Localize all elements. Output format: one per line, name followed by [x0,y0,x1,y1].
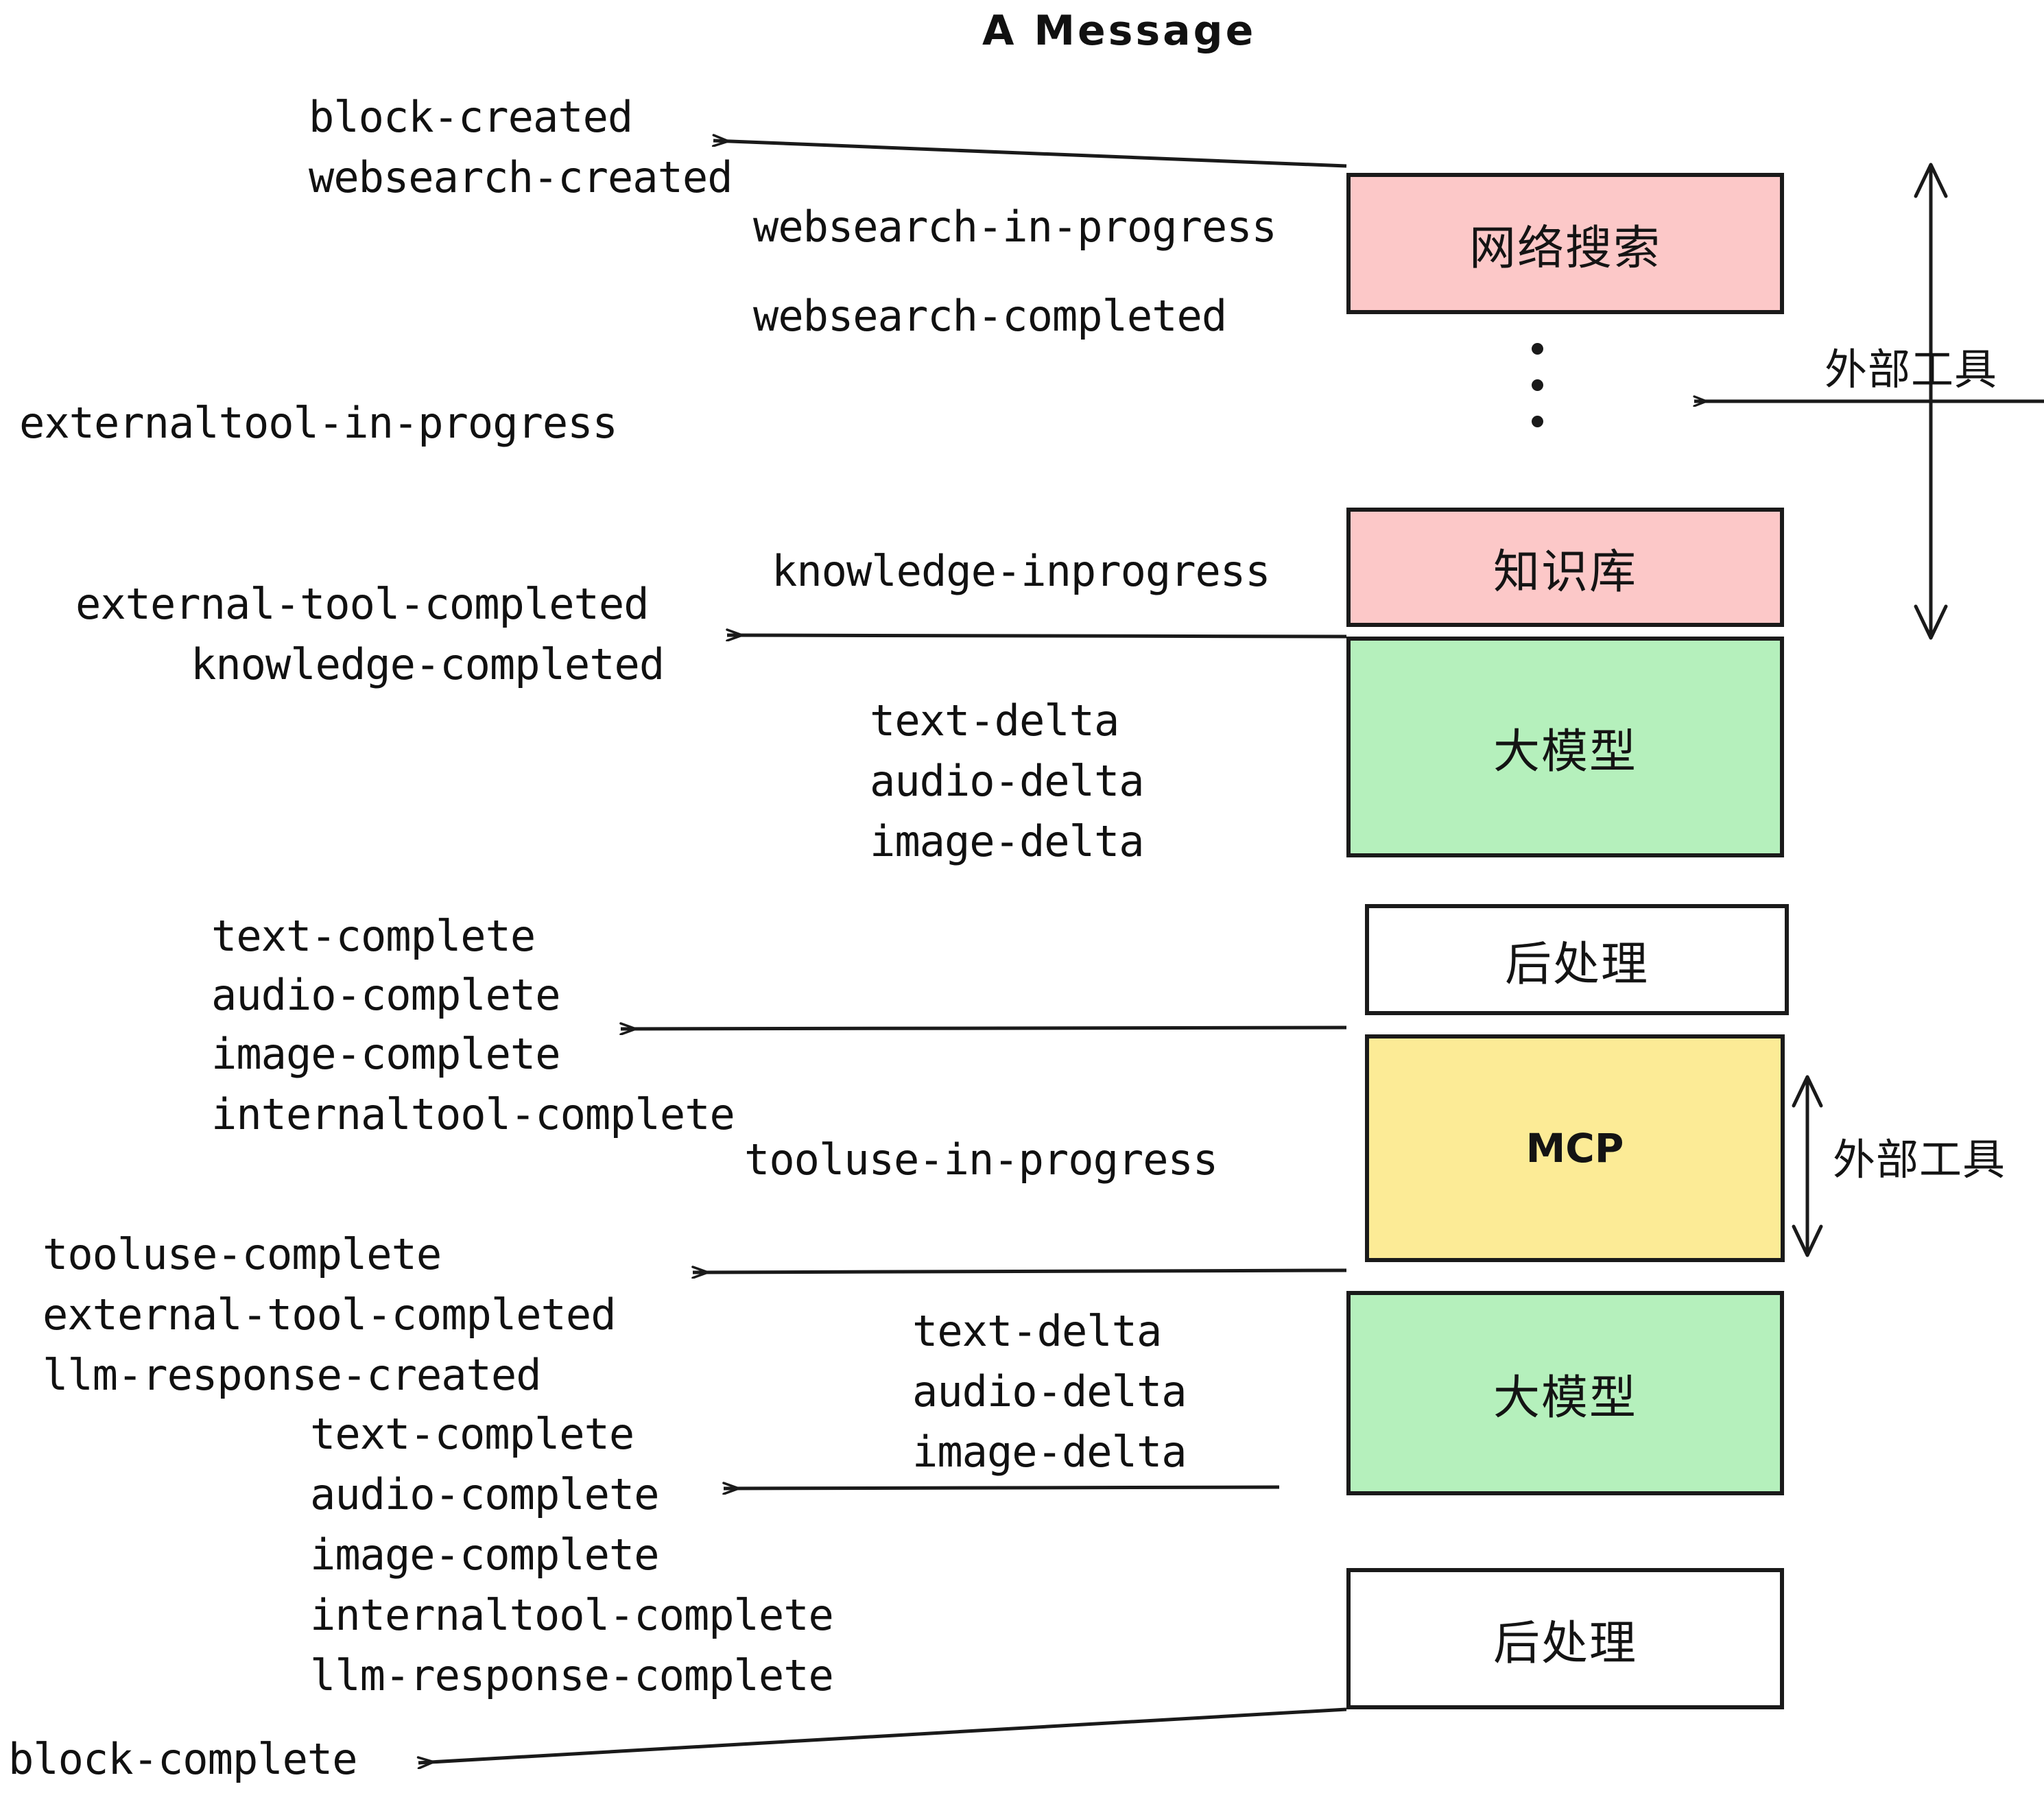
event-knowledge-inprogress: knowledge-inprogress [772,546,1271,596]
event-text-complete-1: text-complete [211,911,536,961]
event-audio-complete-1: audio-complete [211,970,561,1020]
node-postprocess-2-label: 后处理 [1493,1616,1637,1671]
event-knowledge-completed: knowledge-completed [191,639,665,689]
bracket-label-external-tools-top: 外部工具 [1825,344,1998,394]
ellipsis-dot [1532,416,1543,427]
node-llm-2[interactable]: 大模型 [1346,1291,1784,1495]
vertical-ellipsis [1532,343,1543,427]
event-internaltool-complete-2: internaltool-complete [310,1590,834,1640]
node-knowledge-label: 知识库 [1493,545,1637,600]
node-postprocess-1-label: 后处理 [1504,937,1649,992]
arrow-tooluse-complete [693,1270,1347,1272]
event-externaltool-inprogress: externaltool-in-progress [19,398,618,448]
event-text-complete-2: text-complete [310,1409,634,1459]
event-text-delta-2: text-delta [912,1306,1162,1356]
event-block-complete: block-complete [8,1734,358,1784]
node-websearch-label: 网络搜索 [1469,221,1661,276]
event-image-complete-1: image-complete [211,1029,561,1079]
node-mcp[interactable]: MCP [1365,1034,1785,1262]
node-mcp-label: MCP [1525,1125,1624,1172]
arrow-knowledge-completed [727,635,1347,637]
arrow-image-complete [621,1028,1347,1029]
node-llm-1[interactable]: 大模型 [1346,637,1784,857]
event-tooluse-complete: tooluse-complete [43,1229,442,1279]
ellipsis-dot [1532,343,1543,355]
event-websearch-inprogress: websearch-in-progress [753,202,1277,252]
event-tooluse-inprogress: tooluse-in-progress [744,1135,1218,1185]
bracket-label-external-tools-bottom: 外部工具 [1833,1135,2006,1185]
event-audio-complete-2: audio-complete [310,1469,660,1519]
node-knowledge[interactable]: 知识库 [1346,508,1784,627]
node-websearch[interactable]: 网络搜索 [1346,173,1784,314]
arrow-block-complete [418,1707,1347,1763]
node-postprocess-2[interactable]: 后处理 [1346,1568,1784,1709]
event-websearch-created: websearch-created [309,152,733,202]
event-block-created: block-created [309,92,633,142]
ellipsis-dot [1532,379,1543,391]
event-text-delta-1: text-delta [870,696,1119,746]
event-llm-response-complete: llm-response-complete [310,1650,834,1700]
node-llm-2-label: 大模型 [1493,1370,1637,1425]
node-postprocess-1[interactable]: 后处理 [1365,904,1789,1015]
event-image-delta-2: image-delta [912,1427,1187,1477]
event-internaltool-complete-1: internaltool-complete [211,1089,735,1139]
arrow-audio-complete [724,1487,1280,1488]
event-external-tool-completed-1: external-tool-completed [75,579,650,629]
event-audio-delta-2: audio-delta [912,1366,1187,1416]
page-title: A Message [982,7,1257,55]
event-audio-delta-1: audio-delta [870,756,1145,806]
event-websearch-completed: websearch-completed [753,291,1227,341]
arrow-block-created [713,141,1347,168]
event-external-tool-completed-2: external-tool-completed [43,1290,617,1340]
event-image-complete-2: image-complete [310,1530,660,1580]
node-llm-1-label: 大模型 [1493,724,1637,779]
event-llm-response-created: llm-response-created [43,1350,542,1400]
event-image-delta-1: image-delta [870,816,1145,866]
